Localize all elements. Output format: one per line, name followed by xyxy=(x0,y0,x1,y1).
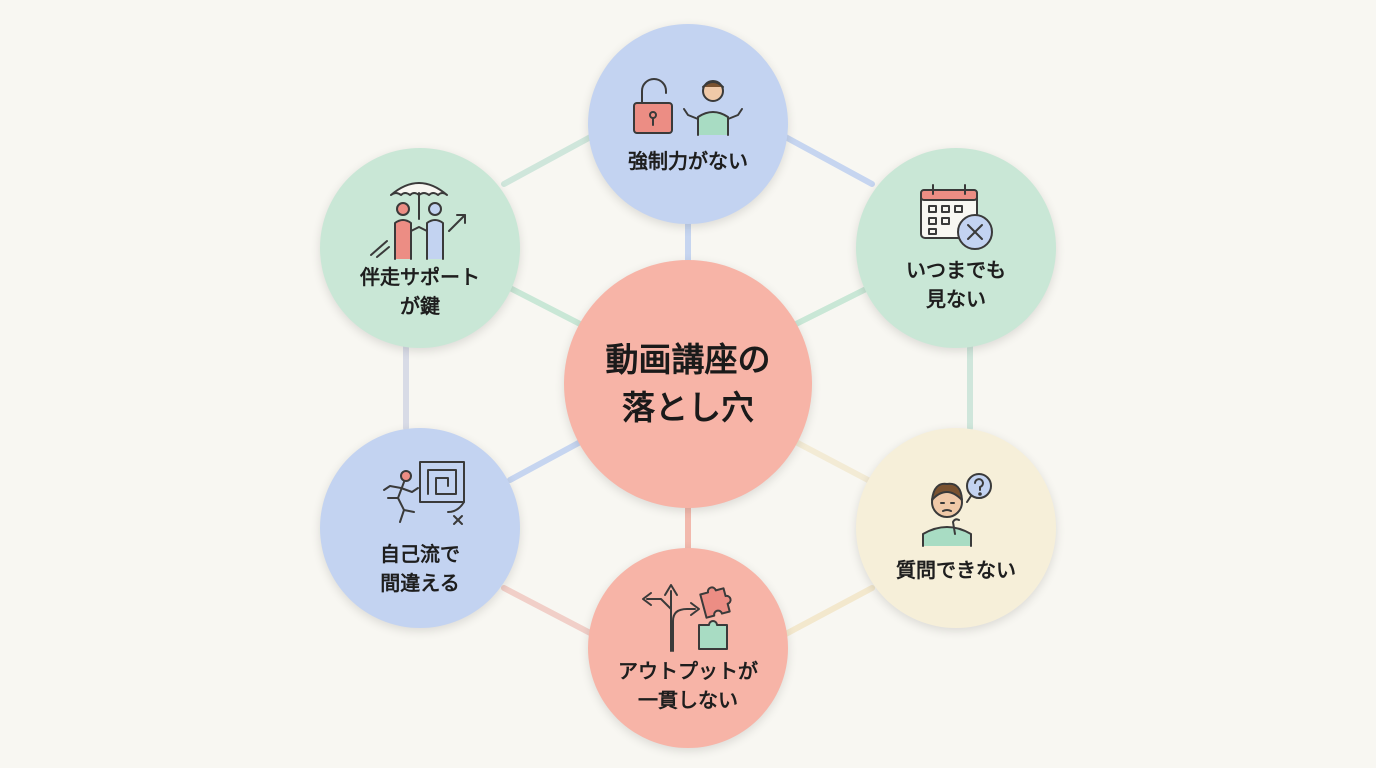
node-lower-right-label-line-1: 質問できない xyxy=(896,557,1016,582)
node-upper-left-label-line-1: 伴走サポート xyxy=(360,265,480,289)
node-upper-left: 伴走サポート が鍵 xyxy=(320,148,520,348)
spoke-lower-left xyxy=(507,437,587,483)
center-title-line-1: 動画講座の xyxy=(605,340,771,379)
center-title-line-2: 落とし穴 xyxy=(622,388,754,427)
unlocked-padlock-and-shrugging-person-icon xyxy=(628,73,748,141)
ring-segment-top-upper-right xyxy=(777,131,875,187)
center-title: 動画講座の 落とし穴 xyxy=(606,336,771,432)
node-lower-left-label: 自己流で 間違える xyxy=(380,540,460,598)
node-upper-left-label-line-2: が鍵 xyxy=(400,294,440,318)
node-bottom-label: アウトプットが 一貫しない xyxy=(618,657,758,715)
node-lower-left: 自己流で 間違える xyxy=(320,428,520,628)
node-upper-right-label-line-1: いつまでも xyxy=(906,258,1006,282)
branching-arrows-and-puzzle-icon xyxy=(633,581,743,653)
ring-segment-upper-left-top xyxy=(501,131,599,187)
ring-segment-lower-right-bottom xyxy=(779,585,875,639)
node-bottom-label-line-2: 一貫しない xyxy=(638,688,738,712)
node-lower-right: 質問できない xyxy=(856,428,1056,628)
node-top-label: 強制力がない xyxy=(628,147,748,176)
node-lower-right-label: 質問できない xyxy=(896,556,1016,585)
node-top-label-line-1: 強制力がない xyxy=(628,148,748,173)
node-bottom: アウトプットが 一貫しない xyxy=(588,548,788,748)
spoke-upper-left xyxy=(507,285,587,329)
two-people-under-umbrella-with-rising-arrow-icon xyxy=(365,175,475,261)
node-upper-left-label: 伴走サポート が鍵 xyxy=(360,263,480,321)
ring-segment-bottom-lower-left xyxy=(501,585,599,639)
node-upper-right-label: いつまでも 見ない xyxy=(906,256,1006,314)
node-bottom-label-line-1: アウトプットが xyxy=(618,659,758,683)
node-top: 強制力がない xyxy=(588,24,788,224)
node-upper-right: いつまでも 見ない xyxy=(856,148,1056,348)
spoke-lower-right xyxy=(789,437,871,483)
spoke-upper-right xyxy=(789,285,871,329)
confused-person-with-question-bubble-icon xyxy=(911,472,1001,548)
node-upper-right-label-line-2: 見ない xyxy=(926,287,986,311)
calendar-with-cross-icon xyxy=(911,182,1001,252)
person-running-from-maze-icon xyxy=(370,458,470,534)
node-lower-left-label-line-2: 間違える xyxy=(380,571,460,595)
node-lower-left-label-line-1: 自己流で xyxy=(380,542,460,566)
center-node: 動画講座の 落とし穴 xyxy=(564,260,812,508)
